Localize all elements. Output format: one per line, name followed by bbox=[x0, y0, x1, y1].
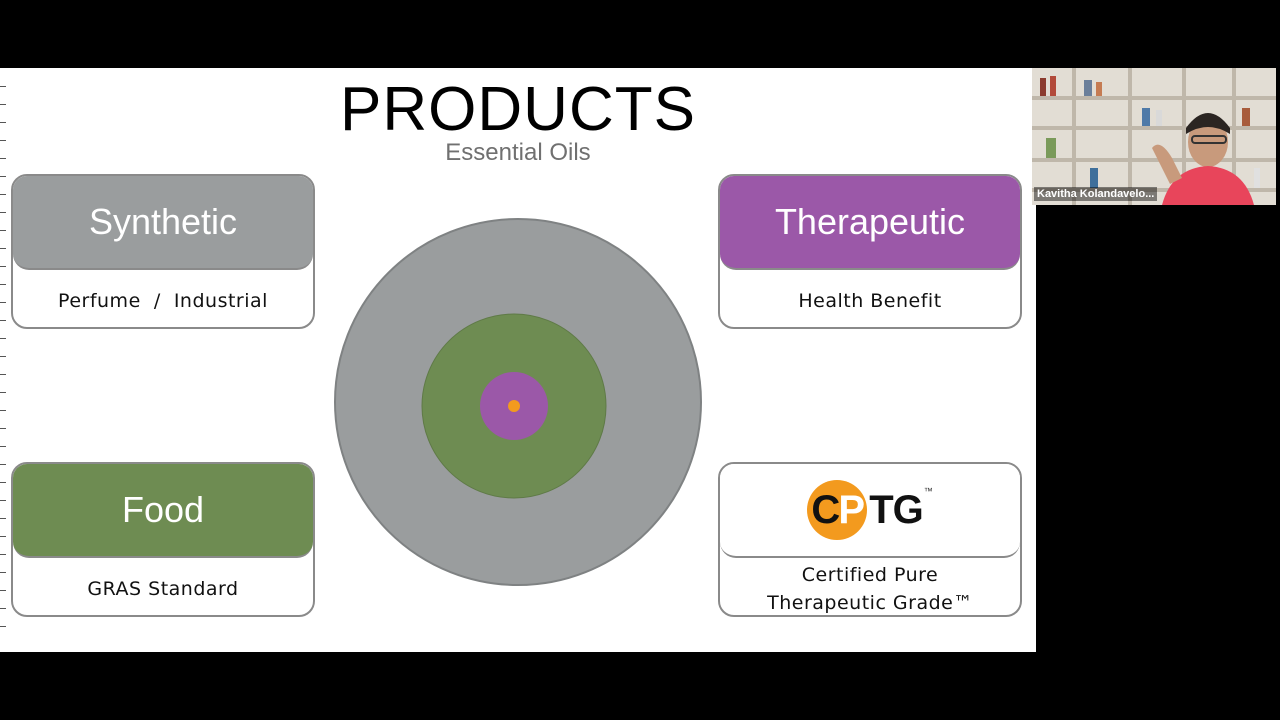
synthetic-card-heading: Synthetic bbox=[13, 176, 313, 270]
presentation-slide: PRODUCTS Essential Oils Synthetic Perfum… bbox=[0, 68, 1036, 652]
cptg-logo-tg: TG bbox=[869, 487, 924, 532]
cptg-card-body-line1: Certified Pure bbox=[801, 563, 939, 586]
cptg-logo-trademark: ™ bbox=[923, 486, 933, 496]
slide-title: PRODUCTS bbox=[340, 75, 696, 144]
cptg-logo-c: C bbox=[811, 487, 840, 532]
cptg-logo-p: P bbox=[838, 487, 865, 532]
participant-name-label: Kavitha Kolandavelo... bbox=[1034, 187, 1158, 201]
slide-subtitle: Essential Oils bbox=[445, 139, 591, 166]
food-card-heading: Food bbox=[13, 464, 313, 558]
cptg-card-body: Certified Pure Therapeutic Grade™ bbox=[720, 558, 1020, 615]
synthetic-card: Synthetic Perfume / Industrial bbox=[11, 174, 315, 329]
therapeutic-card-heading: Therapeutic bbox=[720, 176, 1020, 270]
food-card: Food GRAS Standard bbox=[11, 462, 315, 617]
therapeutic-card-body: Health Benefit bbox=[798, 289, 942, 312]
center-dot-cptg bbox=[508, 400, 520, 412]
participant-video-tile[interactable]: Kavitha Kolandavelo... bbox=[1032, 68, 1276, 205]
synthetic-card-body: Perfume / Industrial bbox=[58, 289, 268, 312]
therapeutic-card: Therapeutic Health Benefit bbox=[718, 174, 1022, 329]
cptg-card-body-line2: Therapeutic Grade™ bbox=[767, 591, 973, 614]
participant-video-feed bbox=[1032, 68, 1276, 205]
slide-ruler-ticks bbox=[0, 68, 8, 652]
food-card-body: GRAS Standard bbox=[87, 577, 239, 600]
concentric-rings-diagram bbox=[334, 218, 702, 586]
